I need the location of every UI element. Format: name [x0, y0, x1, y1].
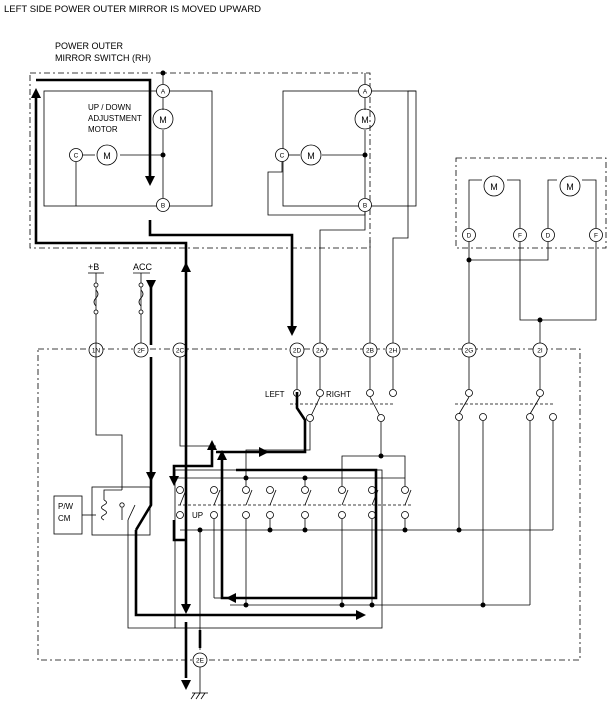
- retract-motors-unit: M M D F D F: [455, 157, 607, 343]
- motor-label-line3: MOTOR: [88, 125, 118, 134]
- terminal-f-1: F: [518, 233, 522, 240]
- motor-label-line1: UP / DOWN: [88, 103, 131, 112]
- pin-2A: 2A: [316, 348, 325, 355]
- current-flow-path: [31, 78, 378, 690]
- terminal-d-1: D: [467, 233, 472, 240]
- switch-label-line1: POWER OUTER: [55, 41, 124, 51]
- pin-2G: 2G: [465, 348, 474, 355]
- up-position-label: UP: [192, 511, 203, 520]
- motor-retract1-symbol: M: [490, 182, 498, 192]
- motor-leftright-symbol: M: [103, 151, 111, 161]
- switch-boundary: [29, 72, 371, 249]
- ground-pin-2E: 2E: [196, 658, 205, 665]
- battery-label: +B: [88, 262, 99, 272]
- motor-rh-updown-symbol: M: [361, 115, 369, 125]
- main-switch-boundary: [37, 348, 581, 661]
- left-position-label: LEFT: [265, 390, 285, 399]
- right-position-label: RIGHT: [326, 390, 351, 399]
- pin-2B: 2B: [366, 348, 374, 355]
- connector-row: 1N 2F 2C 2D 2A 2B 2H 2G 2I: [88, 342, 548, 358]
- diagram-title: LEFT SIDE POWER OUTER MIRROR IS MOVED UP…: [4, 4, 261, 15]
- module-label-line2: CM: [58, 514, 71, 523]
- pin-2C: 2C: [176, 348, 185, 355]
- module-label-line1: P/W: [58, 502, 74, 511]
- motor-rh-leftright-symbol: M: [307, 151, 315, 161]
- acc-label: ACC: [133, 262, 153, 272]
- terminal-c-left: C: [74, 153, 79, 160]
- switch-label-line2: MIRROR SWITCH (RH): [55, 53, 151, 63]
- terminal-b-left: B: [161, 203, 165, 210]
- terminal-d-2: D: [546, 233, 551, 240]
- terminal-c-right: C: [280, 153, 285, 160]
- pin-2D: 2D: [293, 348, 302, 355]
- motor-label-line2: ADJUSTMENT: [88, 114, 142, 123]
- pin-2H: 2H: [389, 348, 398, 355]
- pin-2I: 2I: [537, 348, 543, 355]
- terminal-f-2: F: [594, 233, 598, 240]
- motor-retract2-symbol: M: [566, 182, 574, 192]
- terminal-b-right: B: [363, 203, 367, 210]
- pw-control-module: P/W CM: [53, 357, 175, 629]
- right-mirror-unit: M M A B C: [267, 73, 417, 216]
- direction-switch-matrix: UP: [174, 453, 553, 650]
- terminal-a-left: A: [161, 89, 166, 96]
- pin-2F: 2F: [137, 348, 145, 355]
- motor-updown-symbol: M: [159, 115, 167, 125]
- left-mirror-unit: M M A B C UP / DOWN ADJUSTMENT MOTOR: [43, 70, 213, 212]
- terminal-a-right: A: [363, 89, 368, 96]
